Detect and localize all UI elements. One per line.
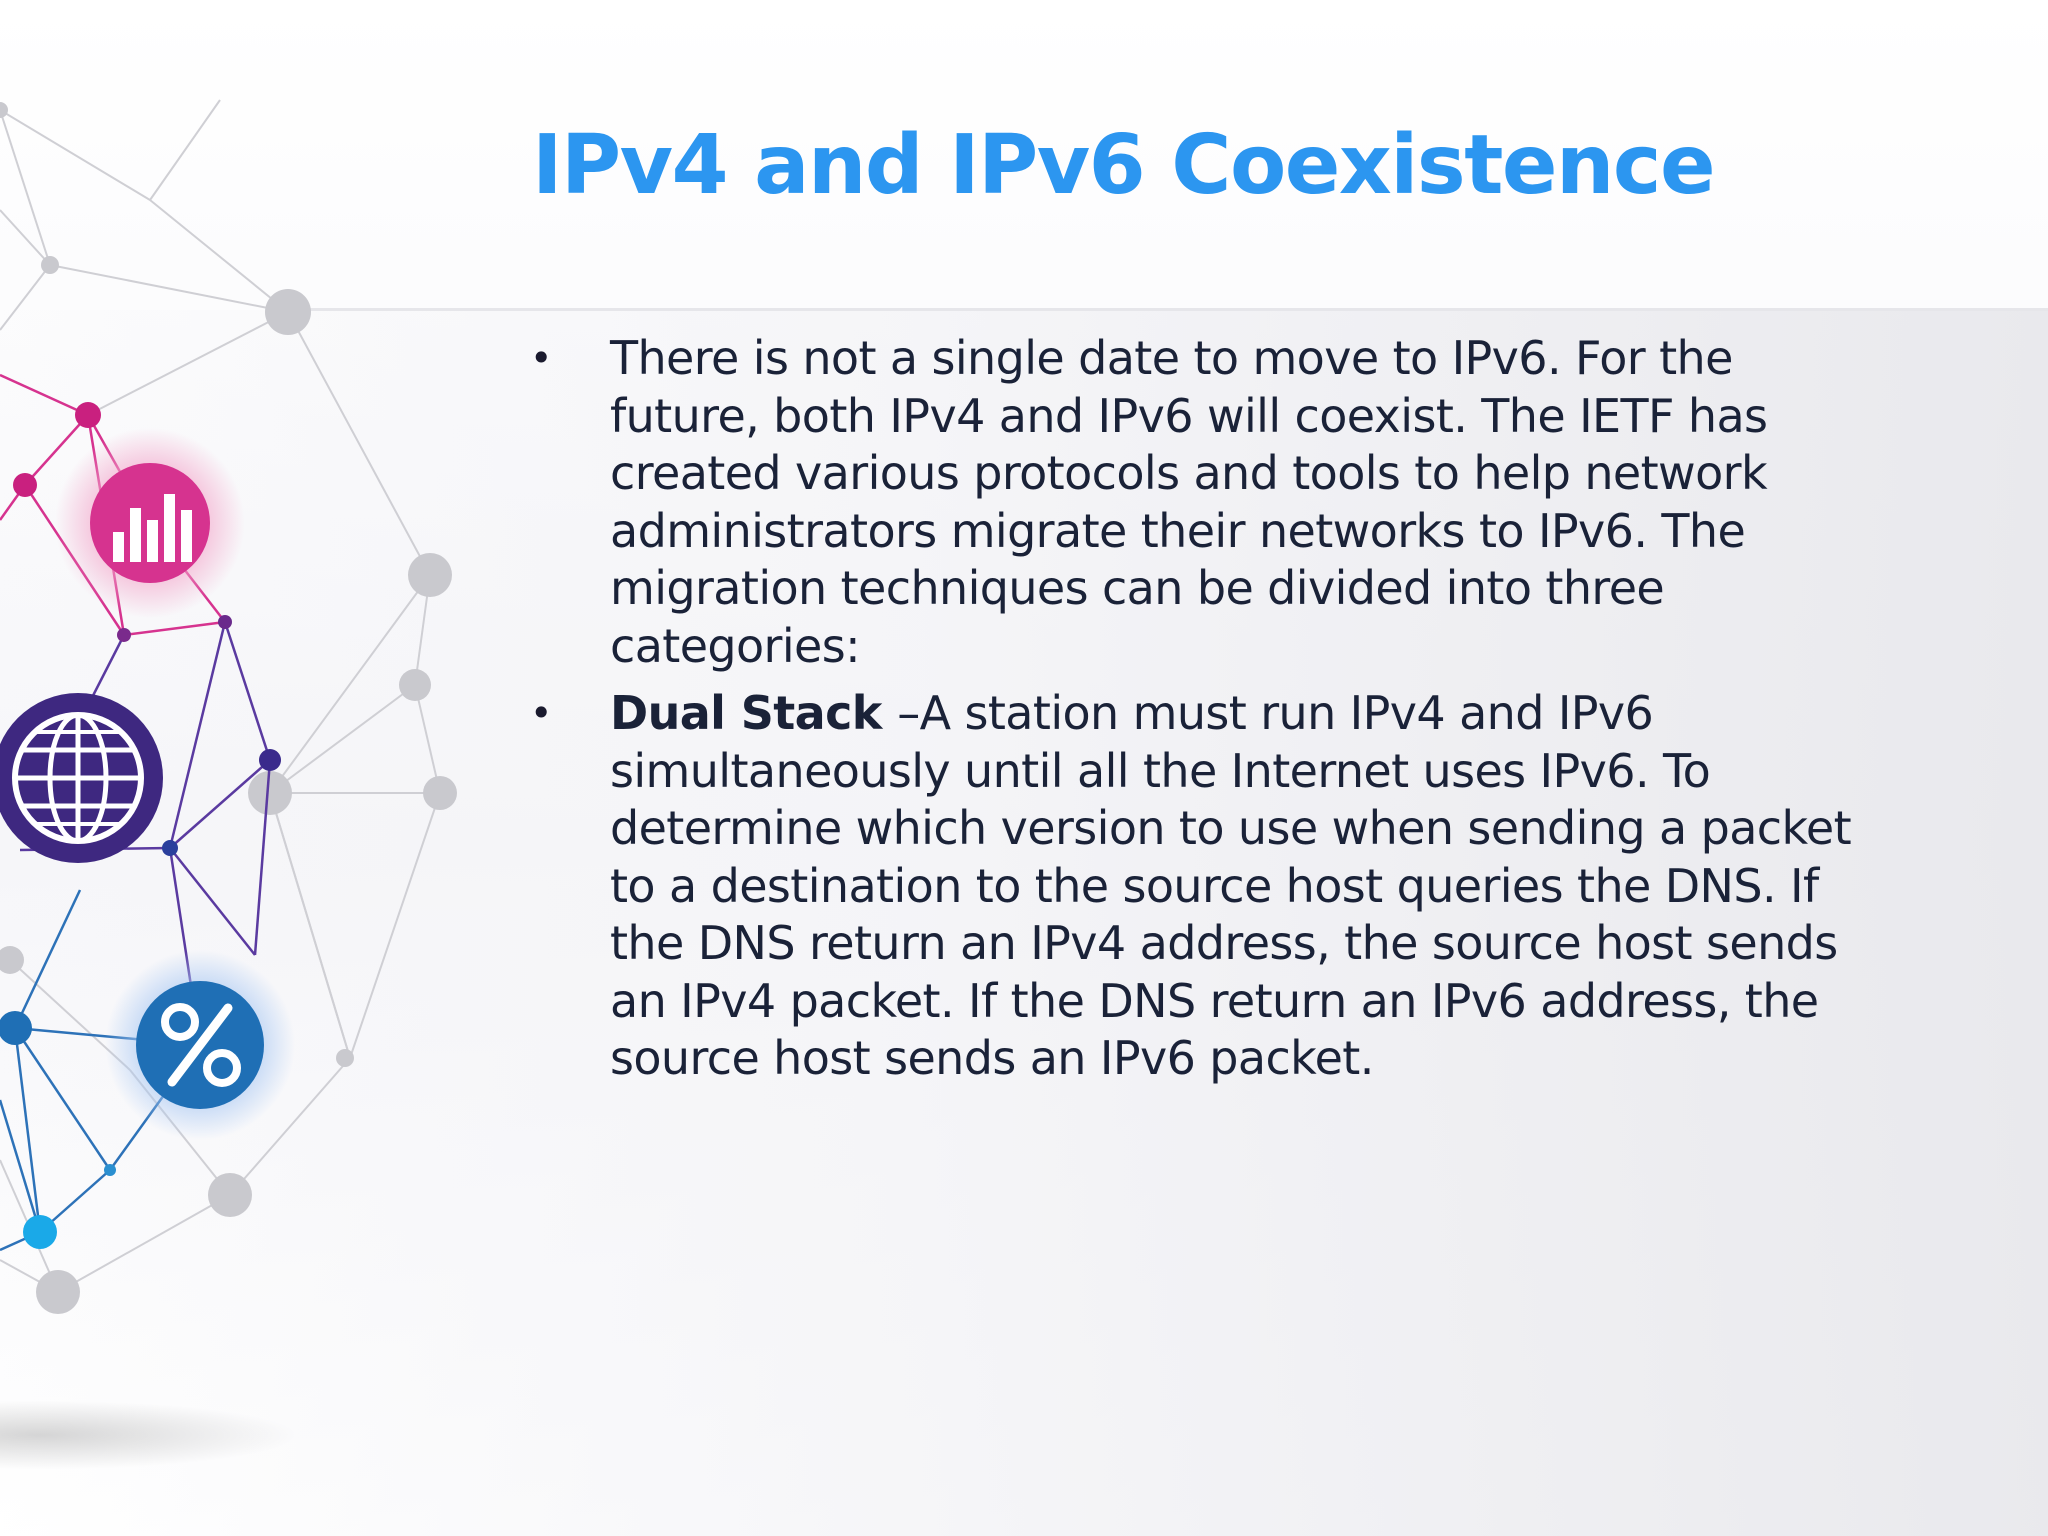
- background-line: [300, 308, 2048, 311]
- bullet-body: –A station must run IPv4 and IPv6 simult…: [610, 686, 1852, 1085]
- bullet-list: • There is not a single date to move to …: [530, 330, 1860, 1098]
- bullet-item: • Dual Stack –A station must run IPv4 an…: [530, 685, 1860, 1088]
- network-illustration: [0, 99, 457, 1314]
- bullet-text: There is not a single date to move to IP…: [610, 330, 1860, 675]
- colored-nodes: [0, 402, 281, 1249]
- bullet-lead: Dual Stack: [610, 686, 898, 740]
- bullet-item: • There is not a single date to move to …: [530, 330, 1860, 675]
- bullet-marker: •: [530, 336, 553, 380]
- background-band: [0, 310, 2048, 1536]
- slide-title: IPv4 and IPv6 Coexistence: [532, 118, 1716, 213]
- percent-icon: [105, 950, 295, 1140]
- gray-nodes: [0, 102, 457, 1314]
- globe-icon: [0, 693, 163, 863]
- bullet-text: Dual Stack –A station must run IPv4 and …: [610, 685, 1860, 1088]
- bar-chart-icon: [55, 428, 245, 618]
- bullet-marker: •: [530, 691, 553, 735]
- bullet-body: There is not a single date to move to IP…: [610, 331, 1768, 673]
